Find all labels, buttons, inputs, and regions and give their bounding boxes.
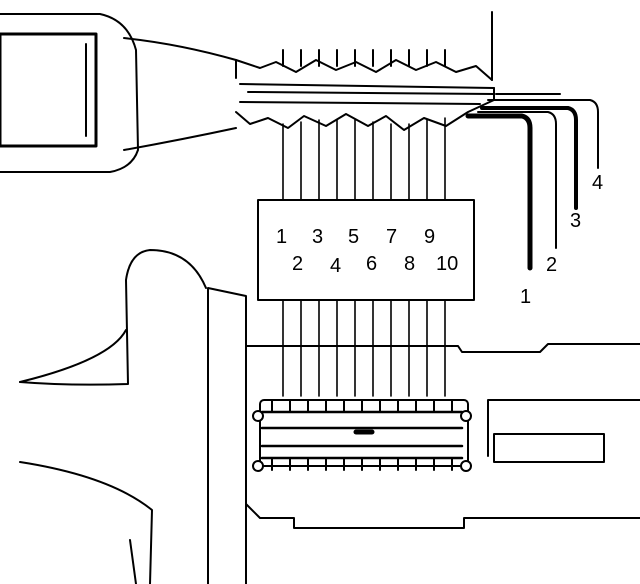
cut-number-10: 10 (436, 253, 458, 275)
cut-number-8: 8 (404, 253, 415, 275)
cut-number-box (257, 199, 475, 301)
key-groove (239, 83, 495, 105)
depth-label-3: 3 (570, 210, 581, 232)
cut-number-5: 5 (348, 226, 359, 248)
key-head (0, 13, 139, 173)
lock-body-curve (19, 329, 153, 584)
cut-number-6: 6 (366, 253, 377, 275)
key-blade-bottom (235, 87, 495, 131)
cut-number-1: 1 (276, 226, 287, 248)
depth-label-1: 1 (520, 286, 531, 308)
cut-number-2: 2 (292, 253, 303, 275)
side-block (487, 399, 640, 463)
depth-label-4: 4 (592, 172, 603, 194)
lock-body-outline (19, 249, 247, 584)
depth-label-2: 2 (546, 254, 557, 276)
cut-number-7: 7 (386, 226, 397, 248)
cut-number-3: 3 (312, 226, 323, 248)
key-head-slot (0, 32, 98, 148)
key-shoulder (123, 37, 237, 151)
depth-guides (465, 99, 599, 271)
housing-outline (245, 343, 640, 529)
upper-cut-lines (282, 49, 446, 67)
key-blade-top (235, 59, 493, 81)
cut-number-4: 4 (330, 255, 341, 277)
connector (252, 399, 472, 472)
cut-number-9: 9 (424, 226, 435, 248)
